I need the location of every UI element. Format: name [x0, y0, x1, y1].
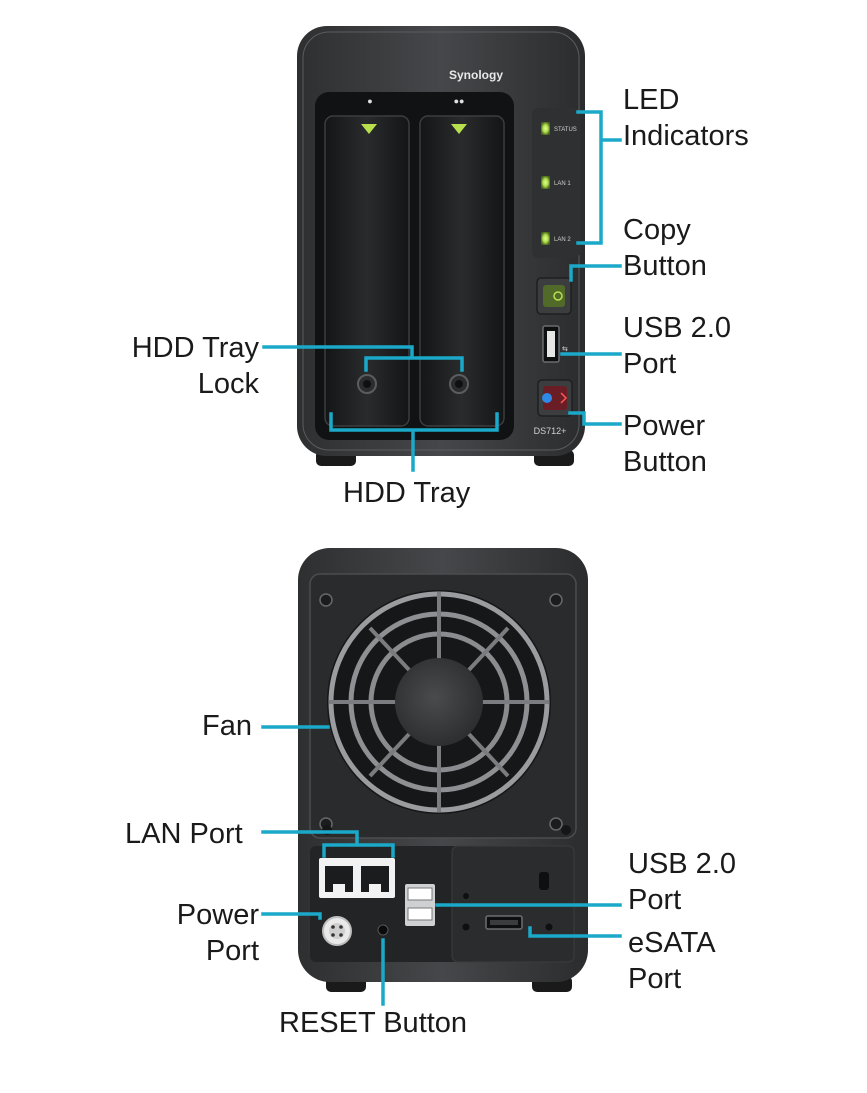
back-usb-ports[interactable]: [405, 884, 435, 926]
tray-1-indicator-icon: [361, 124, 377, 134]
led-label-lan1: LAN 1: [554, 181, 571, 187]
led-label-lan2: LAN 2: [554, 237, 571, 243]
label-copy-button: Copy Button: [623, 214, 707, 282]
label-power-button: Power Button: [623, 410, 707, 478]
fan-hub: [395, 658, 483, 746]
label-fan: Fan: [202, 710, 252, 742]
callout-led-indicators: [576, 110, 622, 245]
hdd-tray-1[interactable]: [324, 115, 410, 427]
back-usb-port-2[interactable]: [407, 907, 433, 921]
callout-lines: [261, 110, 622, 1006]
bay-marker-2: ●●: [454, 96, 465, 106]
label-lan-port: LAN Port: [125, 818, 243, 850]
callout-hdd-tray: [329, 412, 499, 472]
usb-front-icon: ⇆: [562, 346, 568, 353]
callout-power-port: [261, 912, 322, 920]
reset-button[interactable]: [377, 924, 389, 936]
label-usb-front: USB 2.0 Port: [623, 312, 731, 380]
callout-power-button: [568, 411, 622, 426]
back-usb-port-1[interactable]: [407, 887, 433, 901]
back-unit: [298, 548, 588, 992]
power-port[interactable]: [322, 916, 352, 946]
front-control-panel: STATUS LAN 1 LAN 2 ⇆ DS712+: [532, 108, 580, 436]
brand-logo: Synology: [449, 68, 503, 82]
label-led-indicators: LED Indicators: [623, 84, 749, 152]
copy-icon: [553, 291, 563, 301]
lan2-led-icon: [541, 232, 550, 245]
callout-esata: [528, 926, 622, 938]
label-hdd-tray-lock: HDD Tray Lock: [131, 332, 259, 400]
label-power-port: Power Port: [176, 899, 259, 967]
label-usb-back: USB 2.0 Port: [628, 848, 736, 916]
callout-copy-button: [569, 264, 622, 282]
callout-lan-port: [261, 830, 395, 858]
model-label: DS712+: [534, 426, 567, 436]
fan: [327, 590, 551, 814]
security-slot[interactable]: [539, 872, 549, 890]
power-icon: [560, 392, 568, 404]
callout-hdd-tray-lock: [262, 345, 464, 372]
label-esata-port: eSATA Port: [628, 927, 716, 995]
led-label-status: STATUS: [554, 127, 577, 133]
lan1-led-icon: [541, 176, 550, 189]
panel-screws: [319, 593, 563, 831]
label-reset-button: RESET Button: [279, 1007, 468, 1039]
label-hdd-tray: HDD Tray: [343, 477, 471, 509]
status-led-icon: [541, 122, 550, 135]
bay-marker-1: ●: [367, 96, 372, 106]
tray-2-indicator-icon: [451, 124, 467, 134]
hdd-tray-2[interactable]: [419, 115, 505, 427]
lan-ports[interactable]: [319, 858, 395, 898]
front-unit: Synology ● ●● STATUS LAN 1: [297, 26, 585, 466]
